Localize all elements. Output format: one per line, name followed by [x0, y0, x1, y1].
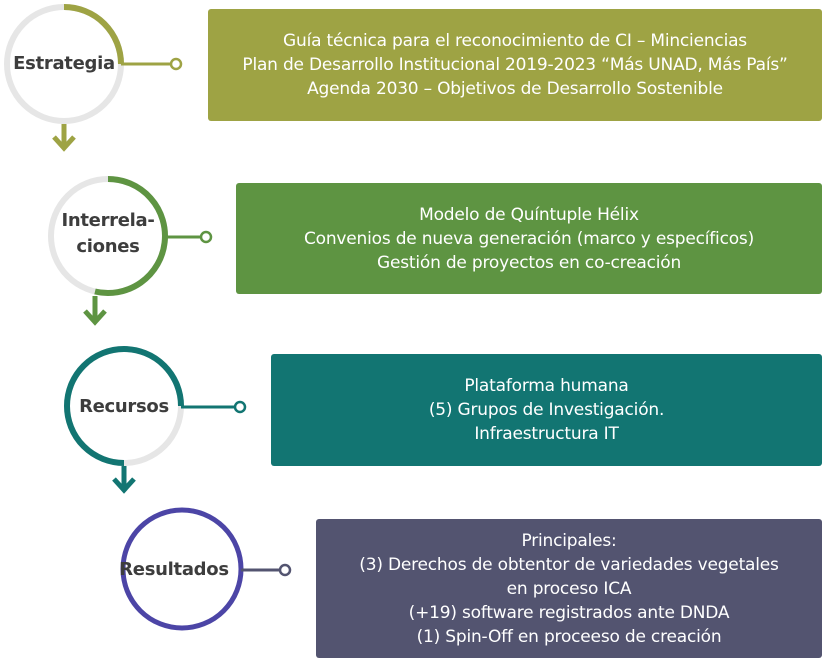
interrelations-label-line: Interrela- — [61, 210, 155, 231]
resultados-label: Resultados — [114, 557, 234, 583]
strategy-label-line: Estrategia — [13, 53, 115, 74]
strategy-box-line: Plan de Desarrollo Institucional 2019-20… — [242, 55, 788, 75]
strategy-ring-arc — [63, 4, 124, 65]
recursos-box-line: (5) Grupos de Investigación. — [428, 400, 665, 420]
strategy-connector-dot — [169, 57, 183, 71]
resultados-box: Principales: (3) Derechos de obtentor de… — [316, 519, 822, 658]
resultados-box-line: en proceso ICA — [506, 578, 632, 599]
strategy-box: Guía técnica para el reconocimiento de C… — [208, 9, 822, 121]
recursos-ring-arc — [64, 346, 184, 466]
resultados-box-line: (+19) software registrados ante DNDA — [408, 602, 730, 623]
recursos-label: Recursos — [64, 394, 184, 420]
arrow-down-icon — [52, 124, 76, 152]
resultados-box-line: (1) Spin-Off en proceeso de creación — [416, 626, 722, 647]
strategy-box-line: Guía técnica para el reconocimiento de C… — [283, 31, 747, 51]
interrelations-box: Modelo de Quíntuple Hélix Convenios de n… — [236, 183, 822, 294]
interrelations-box-line: Convenios de nueva generación (marco y e… — [303, 228, 755, 249]
interrelations-box-line: Modelo de Quíntuple Hélix — [419, 204, 639, 225]
recursos-box: Plataforma humana (5) Grupos de Investig… — [271, 354, 822, 466]
interrelations-connector-dot — [199, 230, 213, 244]
resultados-box-line: (3) Derechos de obtentor de variedades v… — [359, 554, 779, 575]
arrow-down-icon — [112, 466, 136, 494]
resultados-box-line: Principales: — [521, 530, 617, 551]
recursos-box-line: Infraestructura IT — [474, 424, 619, 444]
resultados-connector-dot — [278, 563, 292, 577]
resultados-label-line: Resultados — [119, 559, 229, 580]
recursos-label-line: Recursos — [79, 396, 169, 417]
interrelations-box-line: Gestión de proyectos en co-creación — [376, 252, 682, 273]
interrelations-label: Interrela- ciones — [48, 208, 168, 260]
recursos-connector-dot — [233, 400, 247, 414]
strategy-box-line: Agenda 2030 – Objetivos de Desarrollo So… — [307, 79, 723, 99]
strategy-label: Estrategia — [4, 51, 124, 77]
arrow-down-icon — [83, 296, 107, 326]
interrelations-ring-arc — [94, 176, 168, 296]
recursos-box-line: Plataforma humana — [464, 376, 629, 396]
interrelations-label-line: ciones — [76, 236, 140, 257]
